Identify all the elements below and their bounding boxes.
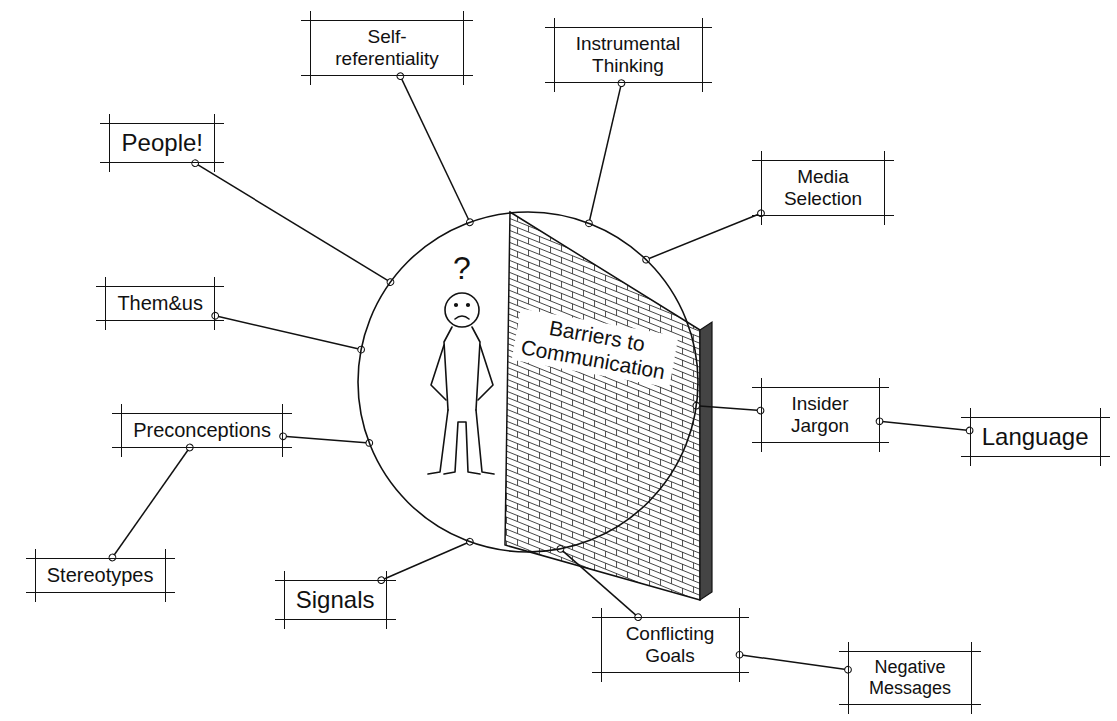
connector-line [112,448,189,558]
figure-legs [428,410,494,474]
node-text: Language [982,423,1089,451]
topic-box: Instrumental Thinking [554,27,703,83]
node-text: Media Selection [773,166,873,210]
circle-ring [358,212,698,552]
node-text: Stereotypes [47,564,154,587]
figure-eye [455,304,458,307]
node-text: People! [121,129,203,157]
topic-box: Signals [284,580,387,620]
figure-arms [431,345,493,400]
connector-line [215,316,361,350]
connector-line [283,436,369,443]
node-text: Negative Messages [860,657,960,698]
figure-eye [467,304,470,307]
brick-wall [505,212,700,600]
connector-line [880,421,970,430]
stick-figure [428,293,494,474]
topic-box: People! [109,123,215,163]
node-text: Them&us [117,292,203,315]
topic-box: Language [970,417,1101,457]
wall-edge [700,322,712,600]
node-text: Preconceptions [133,419,271,442]
topic-box: Insider Jargon [761,387,880,443]
node-text: Insider Jargon [773,393,868,437]
connector-line [560,549,638,617]
node-text: Barriers to Communication [512,309,679,388]
topic-box: Preconceptions [121,413,283,448]
question-mark: ? [453,252,471,284]
topic-box: Media Selection [761,160,885,216]
figure-frown [455,316,469,319]
node-text: Instrumental Thinking [566,33,691,77]
figure-body [444,327,480,410]
connector-line [646,213,761,259]
node-text: Self-referentiality [322,26,452,70]
connector-line [740,655,849,670]
topic-box: Them&us [105,286,215,321]
connector-line [589,83,622,223]
topic-box: Stereotypes [35,558,166,593]
connector-line [195,163,390,282]
node-text: Signals [296,586,375,614]
topic-box: Conflicting Goals [601,617,740,673]
connector-line [400,76,470,222]
topic-box: Negative Messages [848,651,972,705]
barrier-circle: Barriers to Communication [356,210,700,554]
connector-line [381,542,470,580]
connector-line [696,406,760,411]
topic-box: Self-referentiality [310,20,464,76]
node-text: Conflicting Goals [613,623,728,667]
figure-head [445,293,479,327]
